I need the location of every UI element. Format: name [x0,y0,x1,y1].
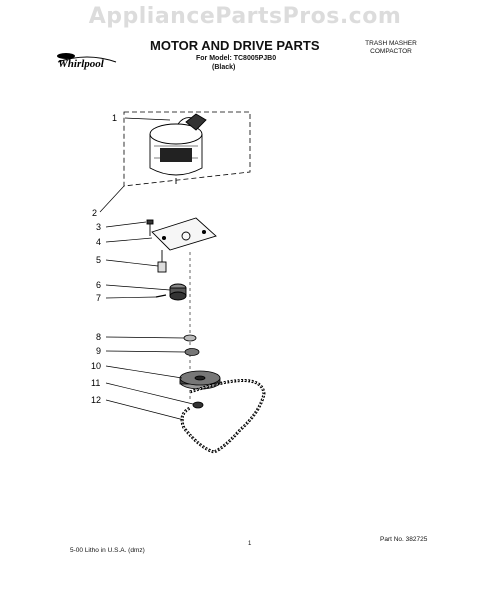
sprocket [179,370,221,390]
color-line: (Black) [212,64,236,71]
set-screw [155,294,167,298]
footer-print-info: 5-00 Litho in U.S.A. (dmz) [70,547,145,554]
drive-chain [180,379,266,454]
page-title: MOTOR AND DRIVE PARTS [150,38,320,53]
callout-5: 5 [96,255,101,265]
part-number: Part No. 382725 [380,536,428,543]
leader-lines [99,117,194,421]
callout-9: 9 [96,346,101,356]
callout-3: 3 [96,222,101,232]
callout-labels: 1 2 3 4 5 6 7 8 9 10 11 12 [91,113,117,405]
callout-7: 7 [96,293,101,303]
motor-dashed-outline [123,111,251,187]
model-line: For Model: TC8005PJB0 [196,55,277,62]
mounting-plate [151,217,217,251]
motor [149,113,207,184]
category-label: TRASH MASHER COMPACTOR [356,40,426,56]
callout-6: 6 [96,280,101,290]
watermark: AppliancePartsPros.com [88,4,402,29]
callout-11: 11 [91,378,100,388]
page-number: 1 [248,541,252,547]
nut [192,401,204,409]
whirlpool-logo [57,53,117,63]
callout-8: 8 [96,332,101,342]
callout-2: 2 [92,208,97,218]
category-line-2: COMPACTOR [370,48,412,55]
callout-10: 10 [91,361,101,371]
callout-12: 12 [91,395,101,405]
bolt [146,219,154,236]
brand-logo-text: Whirlpool [58,58,104,70]
category-line-1: TRASH MASHER [365,40,417,47]
shaft-spacer [157,250,167,273]
callout-4: 4 [96,237,101,247]
washer-upper [183,334,197,342]
callout-1: 1 [112,113,117,123]
washer-lower [184,348,200,356]
pulley [169,283,187,301]
